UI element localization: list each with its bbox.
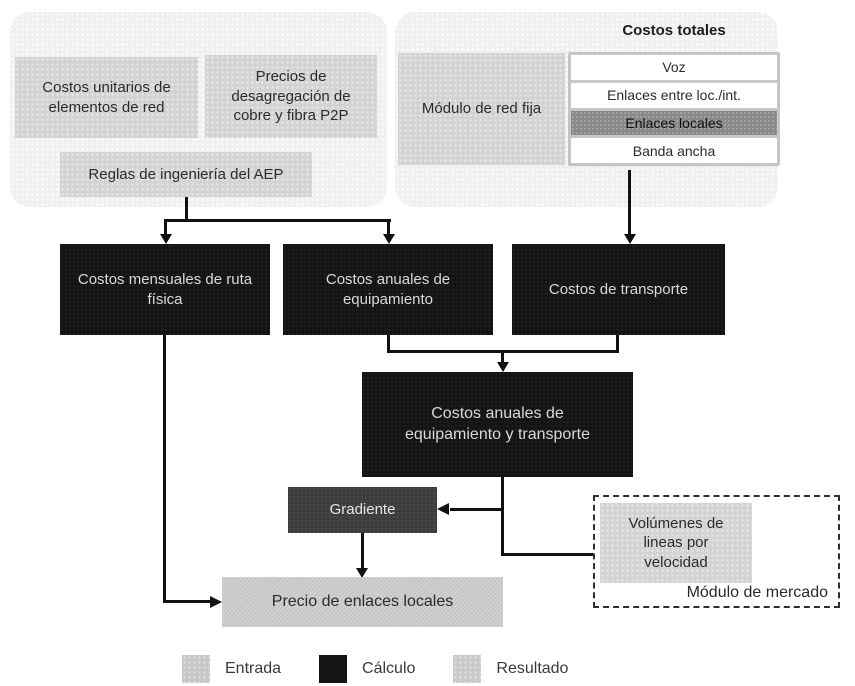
connector-split-right (387, 219, 390, 235)
box-monthly-physical-route: Costos mensuales de ruta física (60, 244, 270, 335)
connector-bigbox-down (501, 477, 504, 556)
connector-route-right (163, 600, 210, 603)
box-gradient: Gradiente (288, 487, 437, 533)
connector-route-long-down (163, 335, 166, 602)
legend-swatch-calculo (319, 655, 348, 683)
connector-rules-split (164, 219, 391, 222)
arrowhead-into-monthly-route (160, 234, 172, 244)
box-unit-costs: Costos unitarios de elementos de red (15, 57, 198, 138)
totals-item-enlaces-locales: Enlaces locales (571, 110, 777, 136)
arrowhead-route-into-price (210, 596, 222, 608)
box-engineering-rules: Reglas de ingeniería del AEP (60, 152, 312, 197)
connector-totals-down (628, 170, 631, 234)
legend-swatch-resultado (453, 655, 482, 683)
box-transport-costs: Costos de transporte (512, 244, 725, 335)
box-line-volumes: Volúmenes de lineas por velocidad (600, 503, 752, 583)
arrowhead-into-price (356, 568, 368, 578)
arrowhead-into-gradient (437, 503, 449, 515)
totals-header: Costos totales (622, 22, 726, 39)
connector-merge-down (501, 350, 504, 363)
totals-item-enlaces-entre: Enlaces entre loc./int. (571, 82, 777, 108)
legend: Entrada Cálculo Resultado (182, 655, 568, 683)
totals-item-voz: Voz (571, 55, 777, 80)
totals-column: Voz Enlaces entre loc./int. Enlaces loca… (568, 52, 780, 166)
connector-to-gradient (450, 508, 504, 511)
box-local-links-price: Precio de enlaces locales (222, 577, 503, 627)
legend-label-calculo: Cálculo (362, 660, 416, 677)
connector-split-left (164, 219, 167, 235)
arrowhead-into-annual-equipment (383, 234, 395, 244)
market-module-label: Módulo de mercado (686, 584, 828, 601)
connector-transport-down (616, 335, 619, 352)
totals-item-banda-ancha: Banda ancha (571, 138, 777, 163)
connector-gradient-down (361, 533, 364, 569)
connector-market-to-junction (501, 553, 594, 556)
connector-rules-down (185, 197, 188, 221)
box-fixed-network-module: Módulo de red fija (398, 53, 565, 165)
connector-equipment-down (387, 335, 390, 352)
legend-label-resultado: Resultado (496, 660, 569, 677)
arrowhead-into-transport (624, 234, 636, 244)
box-annual-equipment-transport: Costos anuales de equipamiento y transpo… (362, 372, 633, 477)
legend-swatch-entrada (182, 655, 210, 683)
arrowhead-into-equipment-transport (497, 362, 509, 372)
box-unbundling-prices: Precios de desagregación de cobre y fibr… (205, 55, 377, 138)
legend-label-entrada: Entrada (225, 660, 282, 677)
box-annual-equipment: Costos anuales de equipamiento (283, 244, 493, 335)
